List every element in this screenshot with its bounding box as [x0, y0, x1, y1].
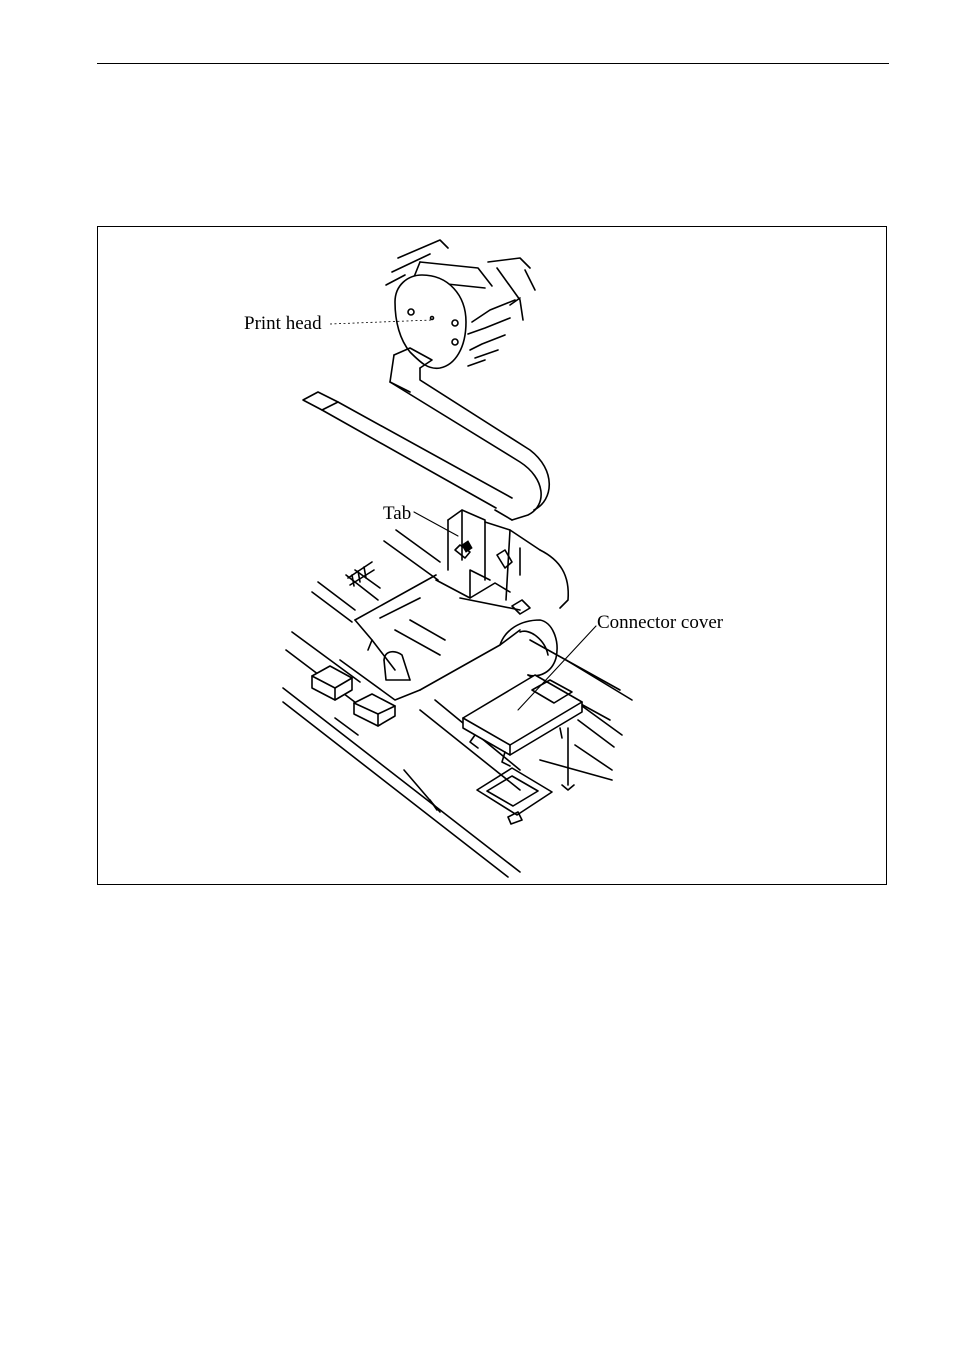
connector-cover — [463, 675, 582, 790]
connector-cover-label: Connector cover — [597, 613, 723, 632]
tab-leader — [414, 512, 458, 536]
flex-cable — [303, 348, 549, 520]
tab-label: Tab — [383, 504, 411, 523]
print-head-label: Print head — [244, 314, 322, 333]
carriage-feet — [312, 666, 395, 726]
carriage — [340, 510, 620, 720]
connector-slot — [477, 768, 552, 824]
